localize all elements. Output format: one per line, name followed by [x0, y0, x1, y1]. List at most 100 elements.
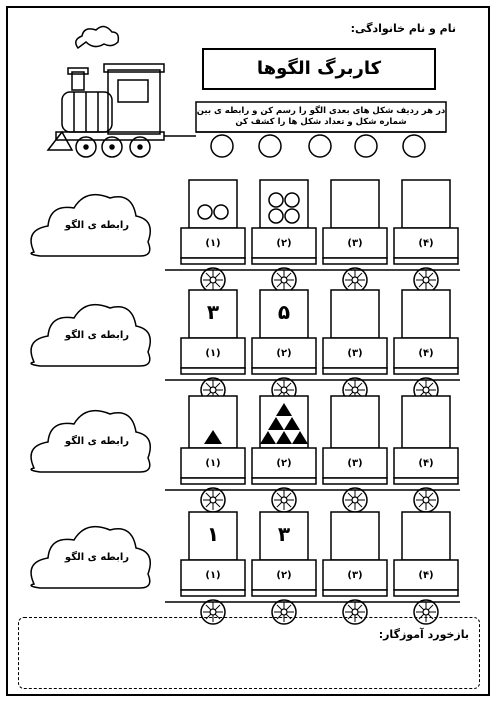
teacher-feedback-box[interactable]: بازخورد آموزگار:	[18, 617, 480, 689]
train-car-base	[322, 257, 388, 265]
wheel-icon-hub	[351, 386, 359, 394]
wheel-icon-hub	[209, 276, 217, 284]
pattern-digit: ۳	[206, 300, 220, 324]
worksheet-title: کاربرگ الگوها	[202, 48, 436, 90]
shape-number-label: (۴)	[418, 458, 434, 469]
train-car	[180, 227, 246, 259]
shape-number-label: (۱)	[205, 458, 221, 469]
pattern-cloud	[30, 409, 151, 473]
locomotive-icon	[46, 25, 165, 151]
cargo-box	[259, 179, 309, 229]
locomotive-wheels	[75, 136, 151, 158]
train-rows	[30, 179, 460, 625]
train-car	[322, 447, 388, 479]
header-train-car	[164, 101, 447, 137]
cargo-box	[259, 289, 309, 339]
circle-shape	[268, 208, 284, 224]
train-car	[393, 337, 459, 369]
shape-number-label: (۲)	[276, 348, 292, 359]
shape-number-label: (۱)	[205, 570, 221, 581]
train-car-base	[393, 257, 459, 265]
shape-number-label: (۲)	[276, 570, 292, 581]
triangle-shape	[268, 417, 284, 430]
train-car-base	[180, 477, 246, 485]
pattern-cloud	[30, 193, 151, 257]
wheel-icon-hub	[422, 496, 430, 504]
triangle-shape	[284, 417, 300, 430]
student-name-label: نام و نام خانوادگی:	[350, 22, 456, 35]
wheel-icon-hub	[280, 386, 288, 394]
wheel-icon-hub	[351, 608, 359, 616]
shape-number-label: (۴)	[418, 348, 434, 359]
train-car	[251, 227, 317, 259]
pattern-digit: ۵	[277, 300, 291, 324]
circle-shape	[284, 208, 300, 224]
wheel-icon	[200, 599, 226, 625]
wheel-icon	[271, 599, 297, 625]
cargo-box	[401, 289, 451, 339]
wheel-icon-hub	[422, 608, 430, 616]
cargo-box	[188, 179, 238, 229]
train-car-base	[251, 589, 317, 597]
cargo-box	[330, 179, 380, 229]
pattern-relation-label: رابطه ی الگو	[64, 552, 130, 563]
triangle-shape	[204, 430, 222, 444]
page-border	[6, 6, 490, 696]
train-car-base	[180, 257, 246, 265]
cargo-box	[188, 511, 238, 561]
train-car-base	[180, 589, 246, 597]
shape-number-label: (۳)	[347, 570, 363, 581]
shape-number-label: (۲)	[276, 238, 292, 249]
train-car-base	[322, 589, 388, 597]
teacher-feedback-label: بازخورد آموزگار:	[378, 628, 469, 641]
train-car	[393, 559, 459, 591]
cargo-box	[401, 395, 451, 449]
wheel-icon-hub	[351, 276, 359, 284]
pattern-cloud	[30, 303, 151, 367]
wheel-icon-hub	[209, 386, 217, 394]
train-car-base	[251, 367, 317, 375]
wheel-icon-hub	[209, 608, 217, 616]
cargo-box	[401, 179, 451, 229]
wheel-icon	[342, 599, 368, 625]
circle-shape	[213, 204, 229, 220]
pattern-digit: ۳	[277, 522, 291, 546]
train-car	[251, 447, 317, 479]
pattern-relation-label: رابطه ی الگو	[64, 436, 130, 447]
wheel-icon-hub	[280, 276, 288, 284]
shape-number-label: (۳)	[347, 238, 363, 249]
cargo-box	[259, 511, 309, 561]
shape-number-label: (۲)	[276, 458, 292, 469]
shape-number-label: (۱)	[205, 348, 221, 359]
train-car-base	[322, 367, 388, 375]
train-car-base	[251, 257, 317, 265]
train-car-base	[393, 477, 459, 485]
wheel-icon	[413, 599, 439, 625]
wheel-icon-hub	[351, 496, 359, 504]
train-car	[251, 559, 317, 591]
cargo-box	[330, 289, 380, 339]
shape-number-label: (۳)	[347, 458, 363, 469]
pattern-digit: ۱	[206, 522, 220, 546]
cargo-box	[401, 511, 451, 561]
cargo-box	[330, 395, 380, 449]
wheel-icon-hub	[280, 496, 288, 504]
pattern-relation-label: رابطه ی الگو	[64, 220, 130, 231]
pattern-cloud	[30, 525, 151, 589]
wheel-icon-hub	[422, 276, 430, 284]
train-car-base	[393, 589, 459, 597]
train-car	[180, 559, 246, 591]
train-car-base	[180, 367, 246, 375]
triangle-shape	[292, 431, 308, 444]
shape-number-label: (۴)	[418, 570, 434, 581]
circle-shape	[268, 192, 284, 208]
train-car	[322, 227, 388, 259]
shape-number-label: (۳)	[347, 348, 363, 359]
triangle-shape	[276, 403, 292, 416]
train-car-base	[251, 477, 317, 485]
triangle-shape	[260, 431, 276, 444]
circle-shape	[197, 204, 213, 220]
wheel-icon-hub	[209, 496, 217, 504]
header-car-wheels	[210, 134, 426, 158]
